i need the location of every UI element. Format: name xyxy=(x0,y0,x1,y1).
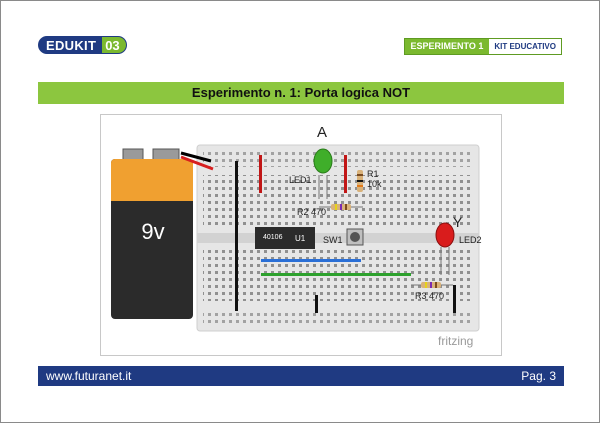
page-number: Pag. 3 xyxy=(521,369,556,383)
page-title: Esperimento n. 1: Porta logica NOT xyxy=(38,82,564,104)
switch-sw1 xyxy=(346,228,364,246)
ic-ref: U1 xyxy=(295,234,306,243)
led1 xyxy=(313,148,333,199)
r3-label: R3 470 xyxy=(415,291,444,301)
r1-value: 10k xyxy=(367,179,382,189)
led2-label: LED2 xyxy=(459,235,482,245)
experiment-label: ESPERIMENTO 1 xyxy=(404,39,490,54)
fritzing-watermark: fritzing xyxy=(438,334,473,348)
ic-40106: 40106 U1 xyxy=(255,227,315,249)
logo-text: EDUKIT xyxy=(38,36,103,54)
output-label: Y xyxy=(453,214,463,230)
experiment-tag: ESPERIMENTO 1 KIT EDUCATIVO xyxy=(403,38,562,55)
power-rail-top xyxy=(203,151,473,167)
led2 xyxy=(435,222,455,275)
center-channel xyxy=(197,233,479,243)
breadboard-diagram: 9v A LED1 R1 10k xyxy=(100,114,502,356)
resistor-r3 xyxy=(411,282,453,288)
circuit-illustration: 9v A LED1 R1 10k xyxy=(111,124,482,348)
website-link[interactable]: www.futuranet.it xyxy=(46,369,132,383)
logo-number: 03 xyxy=(102,36,127,54)
resistor-r2 xyxy=(319,204,363,210)
terminal-strip-upper xyxy=(203,175,473,229)
input-label: A xyxy=(317,124,327,141)
r1-name: R1 xyxy=(367,169,379,179)
footer: www.futuranet.it Pag. 3 xyxy=(38,366,564,386)
battery-label: 9v xyxy=(141,219,164,244)
switch-label: SW1 xyxy=(323,235,343,245)
ic-label: 40106 xyxy=(263,234,283,241)
resistor-r1 xyxy=(357,170,363,192)
battery-9v: 9v xyxy=(111,148,193,319)
power-rail-bottom xyxy=(203,309,473,325)
edukit-logo: EDUKIT 03 xyxy=(38,36,127,54)
kit-label: KIT EDUCATIVO xyxy=(489,39,561,54)
r2-label: R2 470 xyxy=(297,207,326,217)
led1-label: LED1 xyxy=(289,175,312,185)
